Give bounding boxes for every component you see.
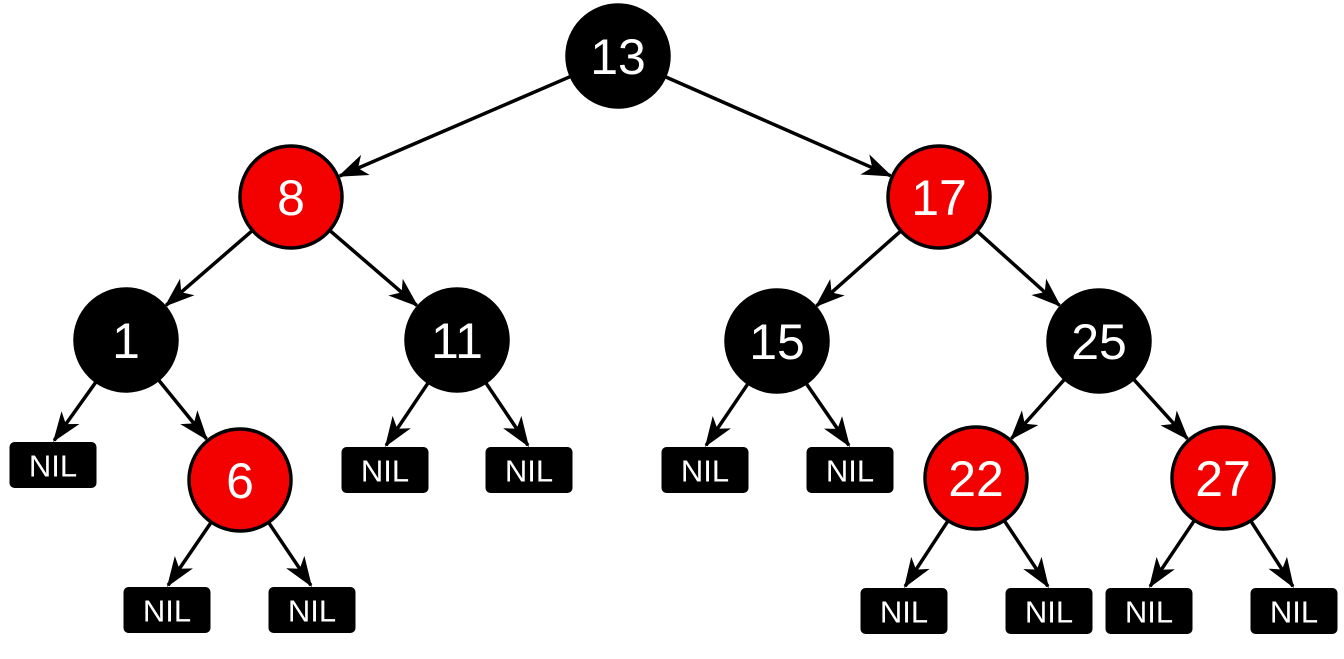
nil-27-left-label: NIL <box>1125 595 1173 630</box>
edge-node-13-to-node-8 <box>337 74 572 178</box>
node-6-label: 6 <box>226 453 254 509</box>
nil-27-right: NIL <box>1250 588 1338 634</box>
edge-node-17-to-node-15 <box>815 229 903 308</box>
node-8-shape <box>238 144 344 250</box>
edge-node-11-to-nil-11-left <box>384 381 430 447</box>
nil-22-left-label: NIL <box>880 595 928 630</box>
nil-6-left: NIL <box>123 587 211 633</box>
node-1: 1 <box>73 287 179 393</box>
node-27-label: 27 <box>1195 451 1251 507</box>
node-17: 17 <box>886 144 992 250</box>
edge-node-27-to-nil-27-left <box>1148 519 1196 588</box>
edge-node-6-to-nil-6-left <box>166 521 213 587</box>
nil-1-left-shape <box>9 442 97 488</box>
edge-node-27-to-nil-27-right <box>1249 519 1295 588</box>
nil-15-left: NIL <box>661 447 749 493</box>
tree-edges <box>52 74 1295 588</box>
node-8-label: 8 <box>277 170 305 226</box>
nil-27-right-label: NIL <box>1270 595 1318 630</box>
node-11-shape <box>404 287 510 393</box>
node-25: 25 <box>1046 288 1152 394</box>
node-1-shape <box>73 287 179 393</box>
nil-22-right-shape <box>1005 588 1093 634</box>
nil-11-left: NIL <box>341 447 429 493</box>
edge-node-25-to-node-22 <box>1010 377 1067 441</box>
node-15-label: 15 <box>749 314 805 370</box>
nil-1-left: NIL <box>9 442 97 488</box>
node-27: 27 <box>1170 425 1276 531</box>
edge-node-11-to-nil-11-right <box>484 381 530 447</box>
edge-node-22-to-nil-22-right <box>1002 519 1050 588</box>
node-17-shape <box>886 144 992 250</box>
nil-15-right: NIL <box>806 447 894 493</box>
nil-6-left-shape <box>123 587 211 633</box>
node-1-label: 1 <box>112 313 140 369</box>
node-6: 6 <box>187 427 293 533</box>
nil-1-left-label: NIL <box>29 449 77 484</box>
nil-27-left: NIL <box>1105 588 1193 634</box>
node-15-shape <box>724 288 830 394</box>
edge-node-22-to-nil-22-left <box>903 519 950 588</box>
node-13-shape <box>565 3 671 109</box>
nil-22-left: NIL <box>860 588 948 634</box>
nil-11-right: NIL <box>485 447 573 493</box>
edge-node-25-to-node-27 <box>1131 377 1189 441</box>
nil-6-left-label: NIL <box>143 594 191 629</box>
edge-node-15-to-nil-15-left <box>704 382 750 447</box>
nil-22-left-shape <box>860 588 948 634</box>
nil-6-right-label: NIL <box>288 594 336 629</box>
node-22: 22 <box>923 425 1029 531</box>
nil-11-right-label: NIL <box>505 454 553 489</box>
nil-6-right: NIL <box>268 587 356 633</box>
edge-node-8-to-node-11 <box>328 228 419 307</box>
node-27-shape <box>1170 425 1276 531</box>
nil-27-left-shape <box>1105 588 1193 634</box>
nil-15-left-shape <box>661 447 749 493</box>
node-25-label: 25 <box>1071 314 1127 370</box>
edge-node-15-to-nil-15-right <box>804 382 851 448</box>
nil-22-right-label: NIL <box>1025 595 1073 630</box>
nil-11-right-shape <box>485 447 573 493</box>
node-8: 8 <box>238 144 344 250</box>
nil-27-right-shape <box>1250 588 1338 634</box>
node-22-label: 22 <box>948 451 1004 507</box>
nil-22-right: NIL <box>1005 588 1093 634</box>
nil-6-right-shape <box>268 587 356 633</box>
edge-node-6-to-nil-6-right <box>267 521 313 587</box>
nil-11-left-label: NIL <box>361 454 409 489</box>
edge-node-17-to-node-25 <box>975 229 1062 307</box>
node-15: 15 <box>724 288 830 394</box>
node-13-label: 13 <box>590 29 646 85</box>
node-22-shape <box>923 425 1029 531</box>
node-13: 13 <box>565 3 671 109</box>
nil-15-left-label: NIL <box>681 454 729 489</box>
node-11: 11 <box>404 287 510 393</box>
edge-node-8-to-node-1 <box>164 229 254 307</box>
edge-node-1-to-node-6 <box>156 378 208 441</box>
node-17-label: 17 <box>911 170 967 226</box>
node-11-label: 11 <box>431 313 483 369</box>
edge-node-13-to-node-17 <box>663 74 893 178</box>
nil-15-right-shape <box>806 447 894 493</box>
node-6-shape <box>187 427 293 533</box>
node-25-shape <box>1046 288 1152 394</box>
edge-node-1-to-nil-1-left <box>52 380 98 443</box>
nil-15-right-label: NIL <box>826 454 874 489</box>
nil-11-left-shape <box>341 447 429 493</box>
